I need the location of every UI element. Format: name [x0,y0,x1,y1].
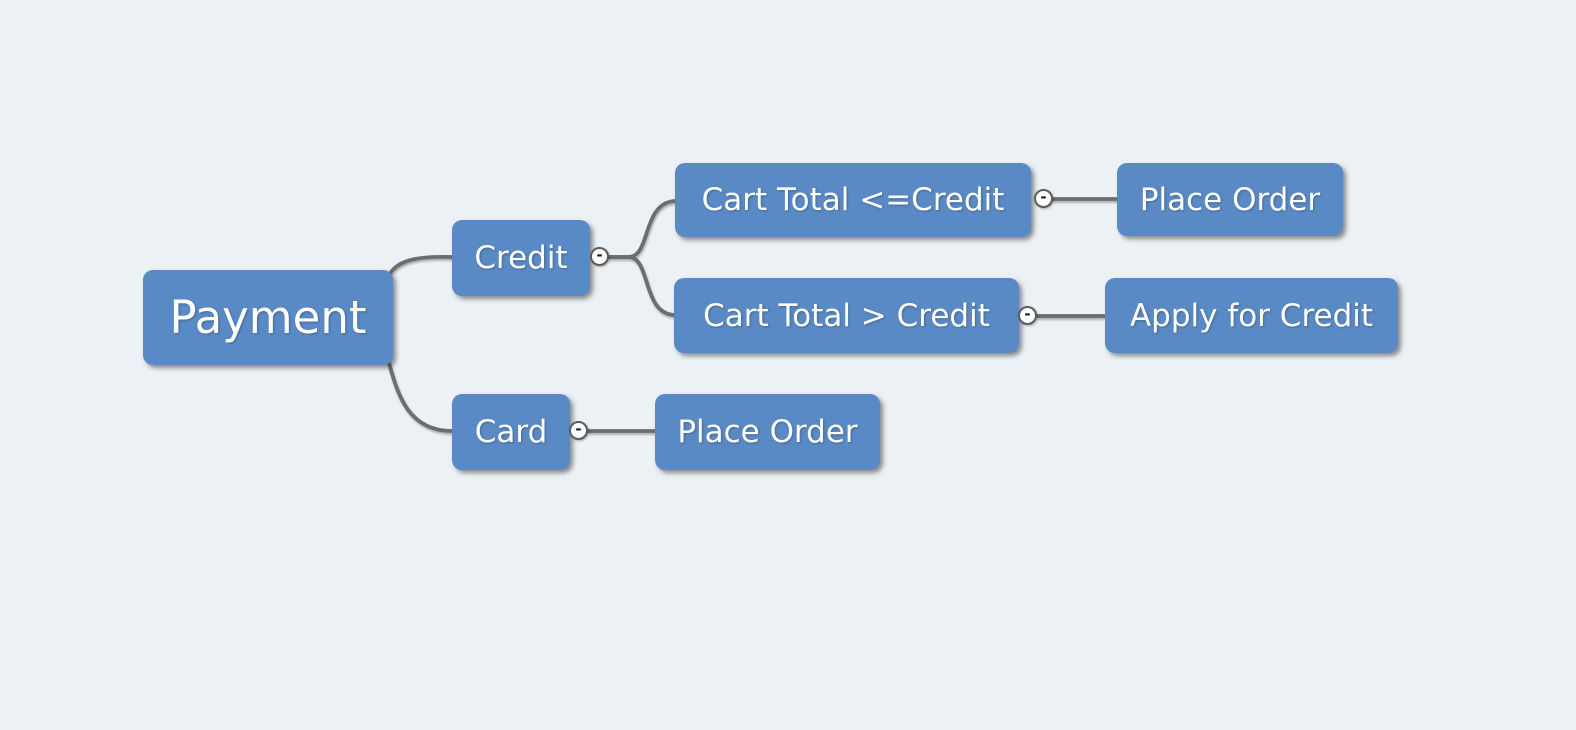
node-cart-total-le-credit-label: Cart Total <=Credit [701,182,1005,218]
node-apply-for-credit-label: Apply for Credit [1129,297,1374,334]
connector-payment-card [387,361,454,433]
node-card[interactable]: Card [452,394,570,470]
collapse-toggle-card[interactable]: - [569,421,588,440]
node-card-label: Card [474,414,548,450]
node-payment-label: Payment [169,291,367,344]
node-place-order-card-label: Place Order [677,414,858,450]
collapse-toggle-cart-total-le-credit[interactable]: - [1034,189,1053,208]
node-payment[interactable]: Payment [143,270,393,365]
node-credit[interactable]: Credit [452,220,590,296]
node-place-order-credit[interactable]: Place Order [1117,163,1343,236]
collapse-toggle-credit[interactable]: - [590,247,609,266]
node-place-order-card[interactable]: Place Order [655,394,880,470]
connector-payment-credit [389,254,454,274]
node-place-order-credit-label: Place Order [1139,181,1321,218]
node-apply-for-credit[interactable]: Apply for Credit [1105,278,1398,353]
collapse-toggle-cart-total-gt-credit[interactable]: - [1018,306,1037,325]
node-cart-total-le-credit[interactable]: Cart Total <=Credit [675,163,1031,237]
node-cart-total-gt-credit-label: Cart Total > Credit [703,297,990,334]
connector-credit-cart-gt [607,255,676,317]
node-cart-total-gt-credit[interactable]: Cart Total > Credit [674,278,1019,353]
connector-credit-cart-le [607,199,676,259]
node-credit-label: Credit [474,240,568,276]
